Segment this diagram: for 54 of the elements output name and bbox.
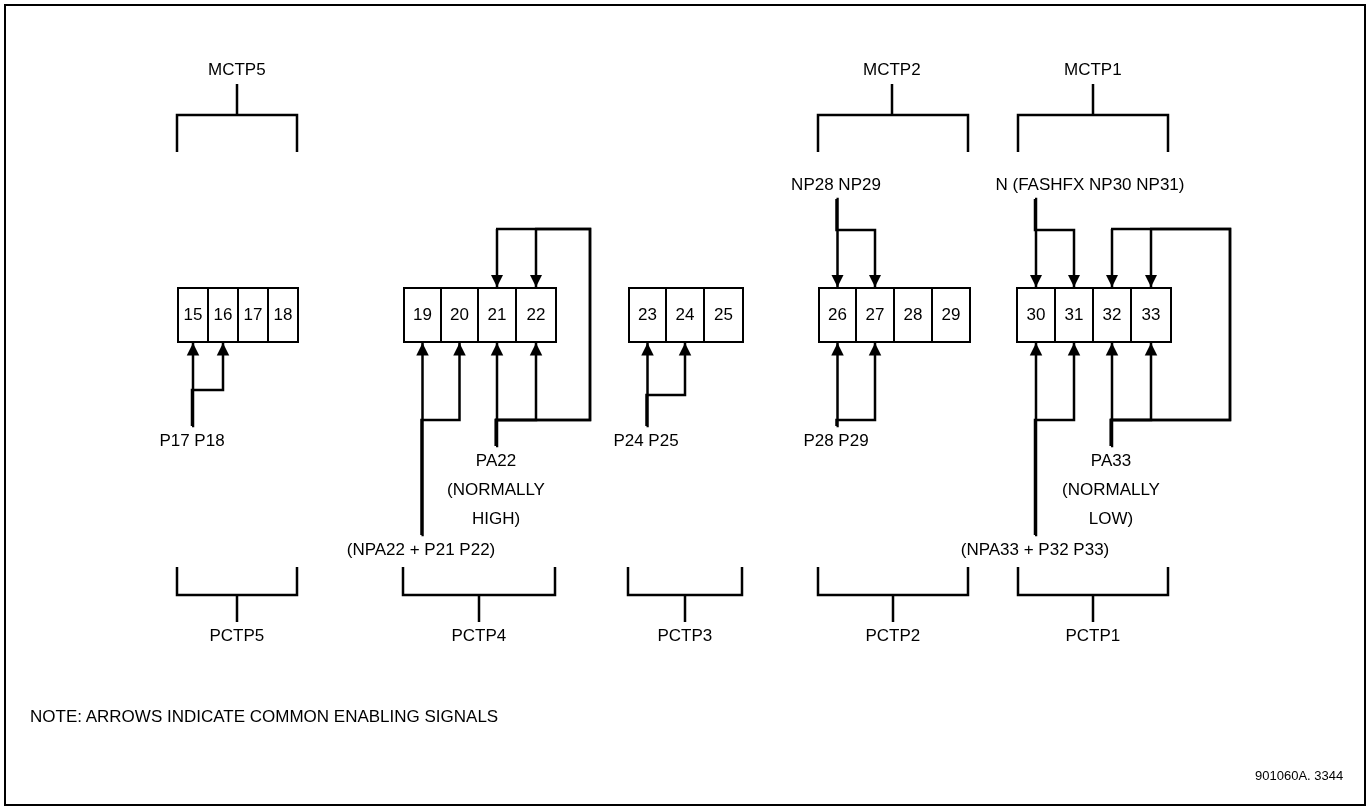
register-cell: 21	[477, 287, 517, 343]
register-cell: 25	[703, 287, 744, 343]
register-cell: 28	[893, 287, 933, 343]
register-cell: 31	[1054, 287, 1094, 343]
bracket-label: PCTP5	[209, 626, 265, 646]
arrow	[831, 343, 844, 428]
arrow	[831, 197, 844, 287]
bracket-label: MCTP1	[1064, 60, 1122, 80]
bracket-label: MCTP5	[208, 60, 266, 80]
signal-label: P17 P18	[132, 426, 252, 455]
arrow	[645, 343, 692, 426]
arrow	[1033, 343, 1081, 535]
bracket-label: PCTP2	[865, 626, 921, 646]
figure-number: 901060A. 3344	[1255, 768, 1344, 783]
register-cell: 26	[818, 287, 857, 343]
signal-label: P24 P25	[586, 426, 706, 455]
register-cell: 23	[628, 287, 667, 343]
register-cell: 27	[855, 287, 895, 343]
register-cell: 16	[207, 287, 239, 343]
signal-label: NP28 NP29	[771, 170, 901, 199]
arrow	[186, 343, 200, 428]
register-cell: 22	[515, 287, 557, 343]
signal-label: P28 P29	[776, 426, 896, 455]
bracket-label: MCTP2	[863, 60, 921, 80]
bracket-label: PCTP4	[451, 626, 507, 646]
arrow	[835, 343, 882, 426]
register-cell: 15	[177, 287, 209, 343]
note-text: NOTE: ARROWS INDICATE COMMON ENABLING SIGNALS	[30, 707, 499, 727]
arrow	[1029, 197, 1043, 287]
signal-label: PA33 (NORMALLY LOW)	[1052, 446, 1170, 533]
register-cell: 18	[267, 287, 299, 343]
signal-label: PA22 (NORMALLY HIGH)	[437, 446, 555, 533]
register-cell: 20	[440, 287, 479, 343]
arrow	[1029, 343, 1043, 537]
register-cell: 19	[403, 287, 442, 343]
arrow	[416, 343, 429, 537]
arrow	[641, 343, 654, 428]
signal-label: (NPA22 + P21 P22)	[311, 535, 531, 564]
register-cell: 33	[1130, 287, 1172, 343]
arrow	[1033, 199, 1081, 287]
arrow	[190, 343, 230, 426]
bracket-label: PCTP1	[1065, 626, 1121, 646]
register-cell: 17	[237, 287, 269, 343]
register-cell: 30	[1016, 287, 1056, 343]
register-cell: 24	[665, 287, 705, 343]
arrow	[1105, 343, 1119, 448]
bracket-label: PCTP3	[657, 626, 713, 646]
signal-label: N (FASHFX NP30 NP31)	[960, 170, 1220, 199]
signal-label: (NPA33 + P32 P33)	[925, 535, 1145, 564]
register-cell: 29	[931, 287, 971, 343]
arrow	[490, 343, 504, 448]
arrow	[420, 343, 466, 535]
register-cell: 32	[1092, 287, 1132, 343]
arrow	[835, 199, 882, 287]
